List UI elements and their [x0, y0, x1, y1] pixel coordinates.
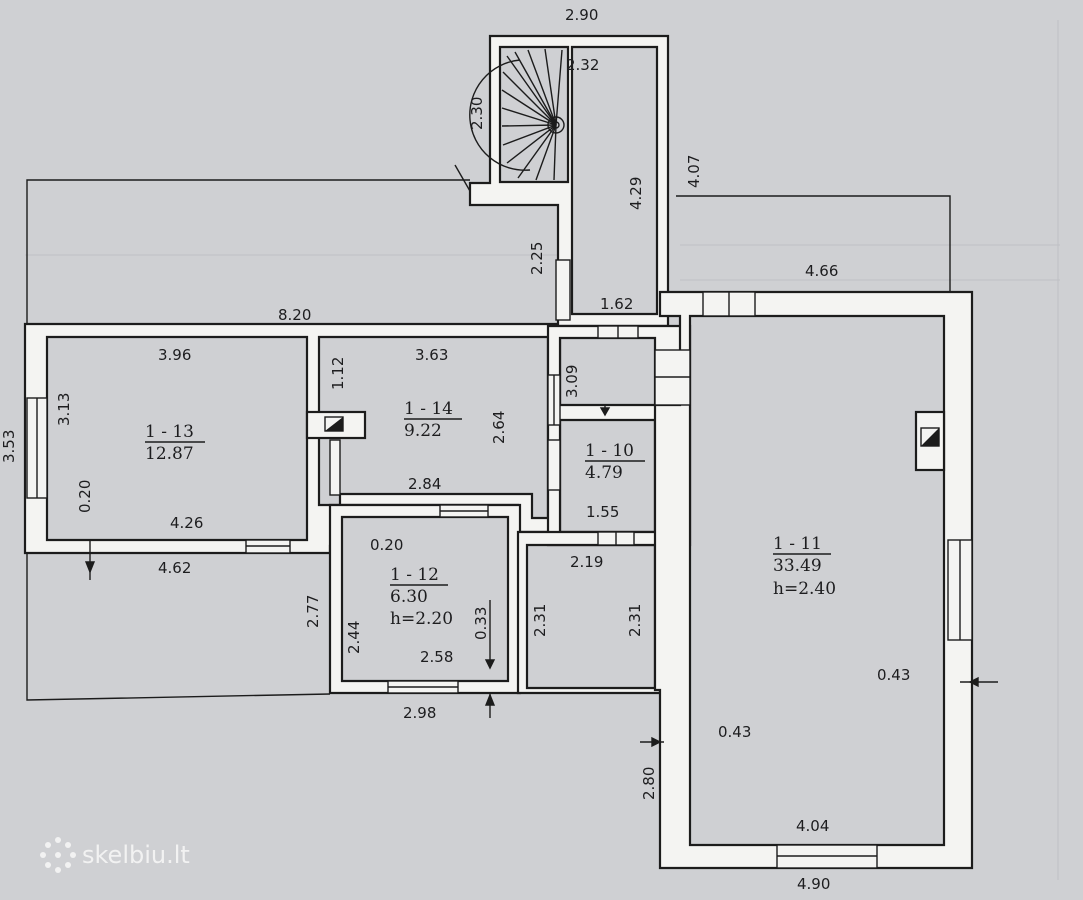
- dim-lower-left-height: 2.80: [640, 767, 658, 800]
- room-12-area: 6.30: [390, 587, 428, 607]
- dim-large-wall-right: 0.43: [877, 666, 910, 684]
- stove-icon: [305, 410, 367, 440]
- dim-left-height: 3.53: [0, 430, 18, 463]
- dim-room12-top-wall: 0.20: [370, 536, 403, 554]
- dimension-labels: 2.90 2.32 2.30 4.29 4.07 2.25 1.62 4.66 …: [0, 6, 910, 893]
- dim-room10-bottom: 1.55: [586, 503, 619, 521]
- dim-left-bottom: 4.62: [158, 559, 191, 577]
- dim-large-bottom-inner: 4.04: [796, 817, 829, 835]
- spiral-stair-icon: [469, 48, 565, 181]
- dim-stair-height: 2.30: [468, 97, 486, 130]
- dim-top-width: 2.90: [565, 6, 598, 24]
- room-14-id: 1 - 14: [404, 399, 453, 419]
- dim-room14-bottom: 2.84: [408, 475, 441, 493]
- fireplace-icon: [914, 410, 946, 472]
- dim-stair-top: 2.32: [566, 56, 599, 74]
- dim-room13-side: 3.13: [55, 393, 73, 426]
- room-10-id: 1 - 10: [585, 441, 634, 461]
- room-12-id: 1 - 12: [390, 565, 439, 585]
- dim-room12-side-outer: 2.77: [304, 595, 322, 628]
- room-11-area: 33.49: [773, 556, 822, 576]
- dim-left-top: 8.20: [278, 306, 311, 324]
- dim-room12-side-inner: 2.44: [345, 621, 363, 654]
- room-11-id: 1 - 11: [773, 534, 822, 554]
- room-13-id: 1 - 13: [145, 422, 194, 442]
- dim-room14-side-b: 2.64: [490, 411, 508, 444]
- dim-large-bottom-outer: 4.90: [797, 875, 830, 893]
- dim-room14-side-a: 1.12: [329, 357, 347, 390]
- room-14-area: 9.22: [404, 421, 442, 441]
- dim-small-hall-width: 1.62: [600, 295, 633, 313]
- dimension-markers: [84, 405, 998, 748]
- dim-hall-height: 3.09: [563, 365, 581, 398]
- dim-room14-top: 3.63: [415, 346, 448, 364]
- watermark: skelbiu.lt: [40, 837, 190, 873]
- watermark-dots-icon: [40, 837, 76, 873]
- watermark-text: skelbiu.lt: [82, 841, 190, 869]
- dim-large-top: 4.66: [805, 262, 838, 280]
- room-labels: 1 - 13 12.87 1 - 14 9.22 1 - 10 4.79 1 -…: [145, 399, 836, 629]
- room-10-area: 4.79: [585, 463, 623, 483]
- dim-wall-thick-a: 0.20: [76, 480, 94, 513]
- dim-room10-below: 2.19: [570, 553, 603, 571]
- dim-corridor-height: 4.29: [627, 177, 645, 210]
- dim-room13-bottom: 4.26: [170, 514, 203, 532]
- dim-upper-passage: 2.25: [528, 242, 546, 275]
- dim-right-wall-top: 4.07: [685, 155, 703, 188]
- dim-room12-bottom-inner: 2.58: [420, 648, 453, 666]
- windows: [26, 259, 973, 869]
- room-13-area: 12.87: [145, 444, 194, 464]
- room-12-height: h=2.20: [390, 609, 453, 629]
- dim-large-wall-left: 0.43: [718, 723, 751, 741]
- dim-room12-bottom-outer: 2.98: [403, 704, 436, 722]
- dim-room13-top: 3.96: [158, 346, 191, 364]
- dim-room12-wall: 0.33: [472, 607, 490, 640]
- background-lines: [25, 20, 1060, 880]
- dim-mid-left: 2.31: [531, 604, 549, 637]
- dim-mid-right: 2.31: [626, 604, 644, 637]
- room-11-height: h=2.40: [773, 579, 836, 599]
